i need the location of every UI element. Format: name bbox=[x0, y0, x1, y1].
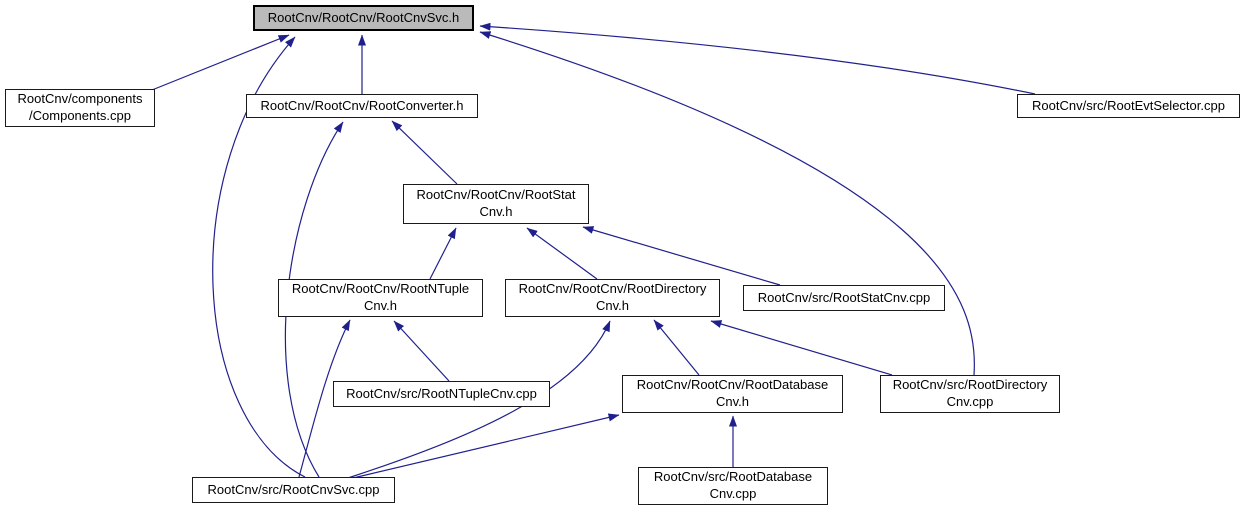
edge-components-cpp-to-rootcnvsvc-h bbox=[151, 34, 290, 91]
node-label: RootCnv/src/RootEvtSelector.cpp bbox=[1032, 97, 1225, 113]
node-rootdatabasecnv-h[interactable]: RootCnv/RootCnv/RootDatabase Cnv.h bbox=[622, 375, 843, 413]
node-rootdatabasecnv-cpp[interactable]: RootCnv/src/RootDatabase Cnv.cpp bbox=[638, 467, 828, 505]
edge-rootstatcnv-h-to-rootconverter-h bbox=[391, 120, 458, 185]
node-rootstatcnv-h[interactable]: RootCnv/RootCnv/RootStat Cnv.h bbox=[403, 184, 589, 224]
edge-rootdirectorycnv-cpp-to-rootdirectorycnv-h bbox=[710, 320, 893, 376]
node-rootevtselector-cpp[interactable]: RootCnv/src/RootEvtSelector.cpp bbox=[1017, 94, 1240, 118]
node-rootstatcnv-cpp[interactable]: RootCnv/src/RootStatCnv.cpp bbox=[743, 285, 945, 311]
edge-rootdirectorycnv-h-to-rootstatcnv-h bbox=[526, 227, 598, 280]
node-components-cpp[interactable]: RootCnv/components /Components.cpp bbox=[5, 89, 155, 127]
node-label: RootCnv/components /Components.cpp bbox=[17, 91, 143, 123]
node-label: RootCnv/RootCnv/RootCnvSvc.h bbox=[267, 9, 460, 25]
node-label: RootCnv/RootCnv/RootDirectory Cnv.h bbox=[518, 281, 707, 313]
edge-rootcnvsvc-cpp-to-rootdirectorycnv-h bbox=[347, 320, 611, 479]
edge-rootcnvsvc-cpp-to-rootntuplecnv-h bbox=[298, 319, 351, 478]
node-label: RootCnv/src/RootStatCnv.cpp bbox=[757, 289, 931, 305]
edge-rootdatabasecnv-h-to-rootdirectorycnv-h bbox=[653, 319, 700, 376]
edge-rootntuplecnv-cpp-to-rootntuplecnv-h bbox=[393, 320, 450, 382]
node-rootntuplecnv-h[interactable]: RootCnv/RootCnv/RootNTuple Cnv.h bbox=[278, 279, 483, 317]
node-label: RootCnv/src/RootCnvSvc.cpp bbox=[207, 481, 380, 497]
node-label: RootCnv/RootCnv/RootDatabase Cnv.h bbox=[636, 377, 829, 409]
node-rootcnvsvc-h: RootCnv/RootCnv/RootCnvSvc.h bbox=[253, 5, 474, 31]
edge-rootevtselector-cpp-to-rootcnvsvc-h bbox=[479, 22, 1036, 95]
edge-rootcnvsvc-cpp-to-rootdatabasecnv-h bbox=[348, 413, 620, 480]
node-rootdirectorycnv-cpp[interactable]: RootCnv/src/RootDirectory Cnv.cpp bbox=[880, 375, 1060, 413]
edge-rootntuplecnv-h-to-rootstatcnv-h bbox=[429, 227, 457, 280]
node-label: RootCnv/RootCnv/RootStat Cnv.h bbox=[416, 187, 576, 219]
edge-rootdirectorycnv-cpp-to-rootcnvsvc-h bbox=[479, 31, 975, 376]
node-label: RootCnv/src/RootNTupleCnv.cpp bbox=[346, 385, 537, 401]
node-rootdirectorycnv-h[interactable]: RootCnv/RootCnv/RootDirectory Cnv.h bbox=[505, 279, 720, 317]
edge-rootstatcnv-cpp-to-rootstatcnv-h bbox=[582, 226, 781, 286]
node-label: RootCnv/src/RootDatabase Cnv.cpp bbox=[653, 469, 813, 501]
node-rootcnvsvc-cpp[interactable]: RootCnv/src/RootCnvSvc.cpp bbox=[192, 477, 395, 503]
node-label: RootCnv/RootCnv/RootConverter.h bbox=[260, 97, 464, 113]
node-rootconverter-h[interactable]: RootCnv/RootCnv/RootConverter.h bbox=[246, 94, 478, 118]
node-label: RootCnv/RootCnv/RootNTuple Cnv.h bbox=[291, 281, 470, 313]
node-label: RootCnv/src/RootDirectory Cnv.cpp bbox=[892, 377, 1048, 409]
node-rootntuplecnv-cpp[interactable]: RootCnv/src/RootNTupleCnv.cpp bbox=[333, 381, 550, 407]
